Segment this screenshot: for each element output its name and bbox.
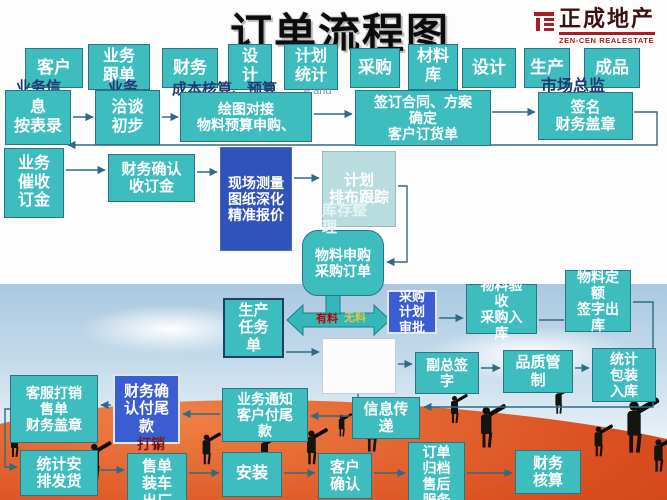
node-site-measure: 现场测量 图纸深化 精准报价 bbox=[220, 147, 292, 251]
node-stats-ship: 统计安 排发货 bbox=[20, 450, 98, 496]
logo-company-subtitle: ZEN-CEN REALESTATE bbox=[558, 32, 655, 45]
node-dept-finance: 财务 bbox=[162, 48, 218, 88]
overlay-hidden-stock-sort: 库存整 理 bbox=[322, 202, 368, 236]
node-white-note bbox=[322, 338, 396, 394]
node-plan-track: 计划 排布跟踪 bbox=[322, 151, 396, 227]
node-install: 安装 bbox=[222, 452, 282, 497]
overlay-hidden-print-sales: 打销 bbox=[137, 436, 165, 452]
node-dept-design-a: 设 计 bbox=[228, 44, 272, 90]
person-silhouette bbox=[553, 387, 571, 414]
node-dept-purchase: 采购 bbox=[350, 48, 400, 88]
logo-company-name: 正成地产 bbox=[558, 6, 655, 31]
node-finance-account: 财务 核算 bbox=[515, 450, 581, 494]
person-silhouette bbox=[622, 396, 660, 454]
node-dept-customer: 客户 bbox=[25, 48, 83, 88]
node-material-apply: 物料申购 采购订单 bbox=[302, 230, 384, 296]
node-notify-final-pay: 业务通知 客户付尾 款 bbox=[222, 388, 308, 442]
overlay-label-no-material: 无料 bbox=[344, 312, 366, 324]
node-material-accept: 物料验 收 采购入 库 bbox=[466, 277, 537, 341]
node-info-transfer: 信息传 递 bbox=[352, 397, 420, 439]
node-dept-follow: 业务 跟单 bbox=[88, 44, 150, 90]
node-director-sign: 签名 财务盖章 bbox=[538, 92, 633, 140]
node-dept-plan-stats: 计划 统计 bbox=[284, 44, 338, 90]
node-sign-contract: 签订合同、方案 确定 客户订货单 bbox=[355, 90, 491, 146]
node-purchase-approve: 采购 计划 审批 bbox=[387, 289, 437, 335]
node-prod-task: 生产 任务 单 bbox=[223, 298, 284, 358]
logo-mark-icon bbox=[533, 12, 554, 31]
node-biz-negotiate: 洽谈 初步 bbox=[95, 90, 160, 145]
person-silhouette bbox=[651, 436, 667, 473]
node-cs-print-sales: 客服打销 售单 财务盖章 bbox=[10, 375, 98, 443]
company-logo: 正成地产 ZEN-CEN REALESTATE bbox=[533, 6, 655, 45]
person-silhouette bbox=[448, 393, 468, 424]
node-draw-dock: 绘图对接 物料预算申购、 bbox=[180, 92, 312, 142]
node-stats-pack: 统计 包装 入库 bbox=[592, 348, 656, 402]
node-biz-info-entry: 息 按表录 bbox=[5, 90, 71, 145]
node-dept-production: 生产 bbox=[524, 48, 570, 88]
node-dept-finished: 成品 bbox=[584, 48, 640, 88]
person-silhouette bbox=[303, 427, 329, 466]
person-silhouette bbox=[591, 424, 614, 458]
person-silhouette bbox=[199, 432, 222, 466]
node-urge-deposit: 业务 催收 订金 bbox=[4, 148, 64, 218]
node-load-truck: 售单 装车 出厂 bbox=[127, 453, 187, 500]
node-quality-control: 品质管 制 bbox=[503, 350, 573, 393]
overlay-label-has-material: 有料 bbox=[316, 313, 338, 325]
node-confirm-deposit: 财务确认 收订金 bbox=[108, 154, 195, 202]
person-silhouette bbox=[336, 412, 353, 437]
overlay-hidden-english: e and bbox=[304, 85, 332, 97]
node-cust-confirm: 客户 确认 bbox=[318, 453, 372, 499]
node-confirm-final-pay: 财务确 认付尾 款 bbox=[113, 374, 180, 444]
person-silhouette bbox=[477, 403, 507, 449]
node-dept-design-b: 设计 bbox=[462, 48, 516, 88]
node-order-archive: 订单 归档 售后 服务 bbox=[408, 442, 465, 500]
node-material-quota: 物料定 额 签字出 库 bbox=[565, 269, 631, 333]
node-vice-sign: 副总签 字 bbox=[415, 352, 479, 394]
node-dept-material: 材料 库 bbox=[408, 44, 458, 90]
overlay-hidden-market-director: 市场总监 bbox=[541, 78, 606, 95]
